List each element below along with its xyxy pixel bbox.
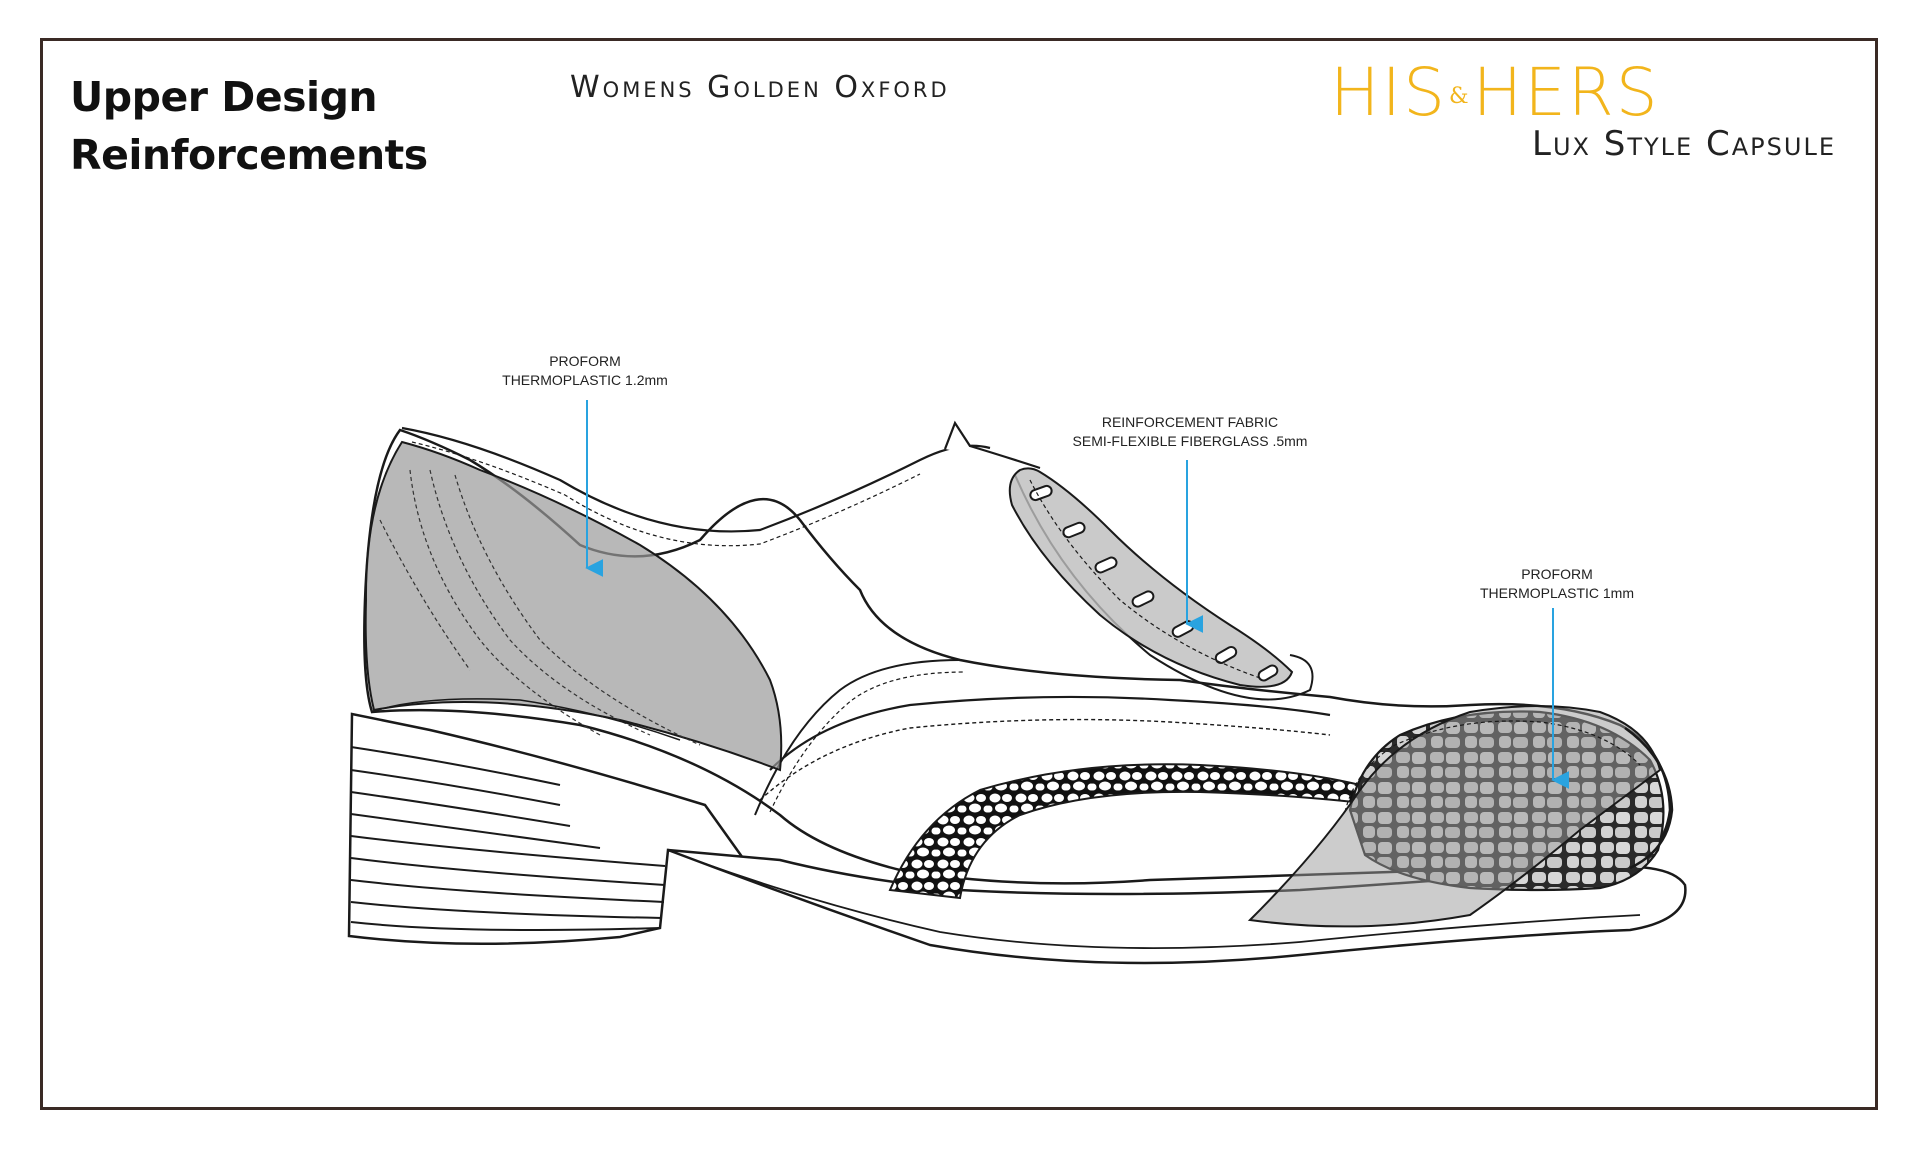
callout-facing-line2: SEMI-FLEXIBLE FIBERGLASS .5mm [1072,433,1308,449]
tongue [943,420,1041,470]
outsole-welt-line [699,861,1641,949]
page-title: Upper Design Reinforcements [70,68,428,184]
outsole [667,848,1687,965]
callout-heel-label: PROFORM THERMOPLASTIC 1.2mm [470,352,700,390]
page-frame [40,38,1878,1110]
heel-counter-base-shadow [371,698,681,741]
toe-cap-reinforcement [1247,705,1662,928]
callout-toe-line2: THERMOPLASTIC 1mm [1479,585,1634,601]
brand-logo: HIS&HERS Lux Style Capsule [1330,58,1840,168]
brand-wordmark: HIS&HERS [1330,58,1660,132]
page-title-line1: Upper Design [70,73,378,121]
eyelet-6 [1214,646,1238,664]
brand-hers: HERS [1472,54,1660,131]
vamp-seam-upper [769,695,1331,771]
quarter-seam-stitch [769,671,966,813]
facing-stitch [1029,479,1261,679]
callout-toe-line1: PROFORM [1521,566,1593,582]
brand-subtitle: Lux Style Capsule [1532,124,1836,164]
heel-stack-lines [350,746,666,931]
eyelet-facing-reinforcement [1008,467,1294,688]
eyelet-3 [1094,556,1118,574]
collar-stitch [411,441,921,547]
callout-facing-line1: REINFORCEMENT FABRIC [1101,414,1279,430]
callout-heel-line1: PROFORM [549,353,621,369]
heel-block [347,712,753,946]
heel-counter-reinforcement [364,440,783,772]
toe-front-outline [1624,726,1674,870]
collar-line [401,426,991,533]
heel-counter-stitching [379,469,701,746]
callout-heel-line2: THERMOPLASTIC 1.2mm [502,372,668,388]
page-title-line2: Reinforcements [70,131,428,179]
eyelet-1 [1029,484,1053,502]
toe-cap-stitch [1344,720,1641,813]
callout-toe-label: PROFORM THERMOPLASTIC 1mm [1442,565,1672,603]
brand-ampersand: & [1449,84,1471,109]
callout-facing-label: REINFORCEMENT FABRIC SEMI-FLEXIBLE FIBER… [1040,413,1340,451]
eyelet-4 [1131,590,1155,608]
brand-his: HIS [1330,54,1447,131]
vamp-seam-lower [759,718,1331,801]
document-title: Womens Golden Oxford [570,70,950,105]
